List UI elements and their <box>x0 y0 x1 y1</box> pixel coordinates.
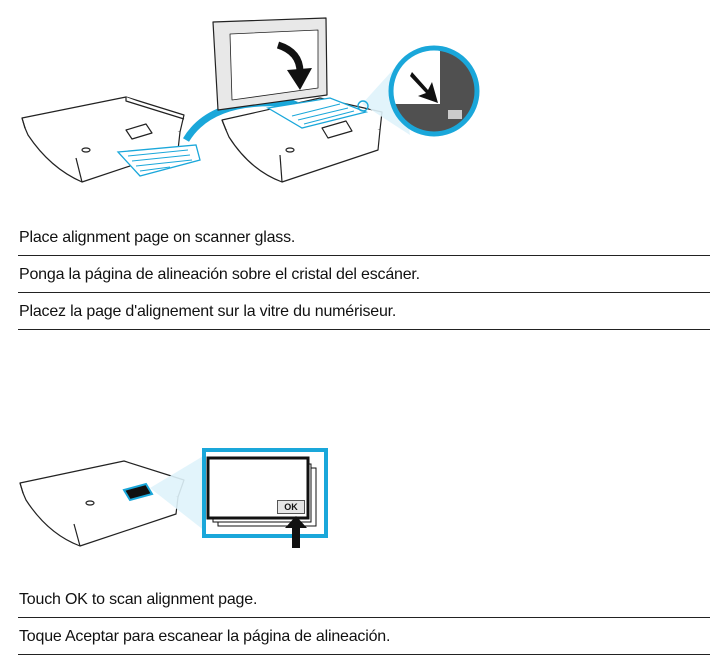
printer-illustration <box>19 460 185 547</box>
alignment-page-on-glass <box>266 97 369 129</box>
up-arrow-icon <box>285 516 307 548</box>
touch-ok-illustration <box>19 448 328 547</box>
caption-french-1: Placez la page d'alignement sur la vitre… <box>18 293 710 330</box>
caption-english-1: Place alignment page on scanner glass. <box>18 219 710 256</box>
printer-closed-illustration <box>21 96 185 183</box>
alignment-page-output <box>116 144 201 177</box>
ok-button[interactable]: OK <box>277 500 305 514</box>
printer-open-lid-illustration <box>212 17 383 183</box>
ok-button-label: OK <box>284 502 298 512</box>
caption-english-2: Touch OK to scan alignment page. <box>18 581 710 618</box>
caption-spanish-1: Ponga la página de alineación sobre el c… <box>18 256 710 293</box>
down-arrow-icon <box>276 41 312 90</box>
corner-arrow-icon <box>410 72 438 103</box>
zoom-detail-circle <box>388 45 480 137</box>
caption-spanish-2: Toque Aceptar para escanear la página de… <box>18 618 710 655</box>
scanner-placement-illustration <box>21 17 480 183</box>
